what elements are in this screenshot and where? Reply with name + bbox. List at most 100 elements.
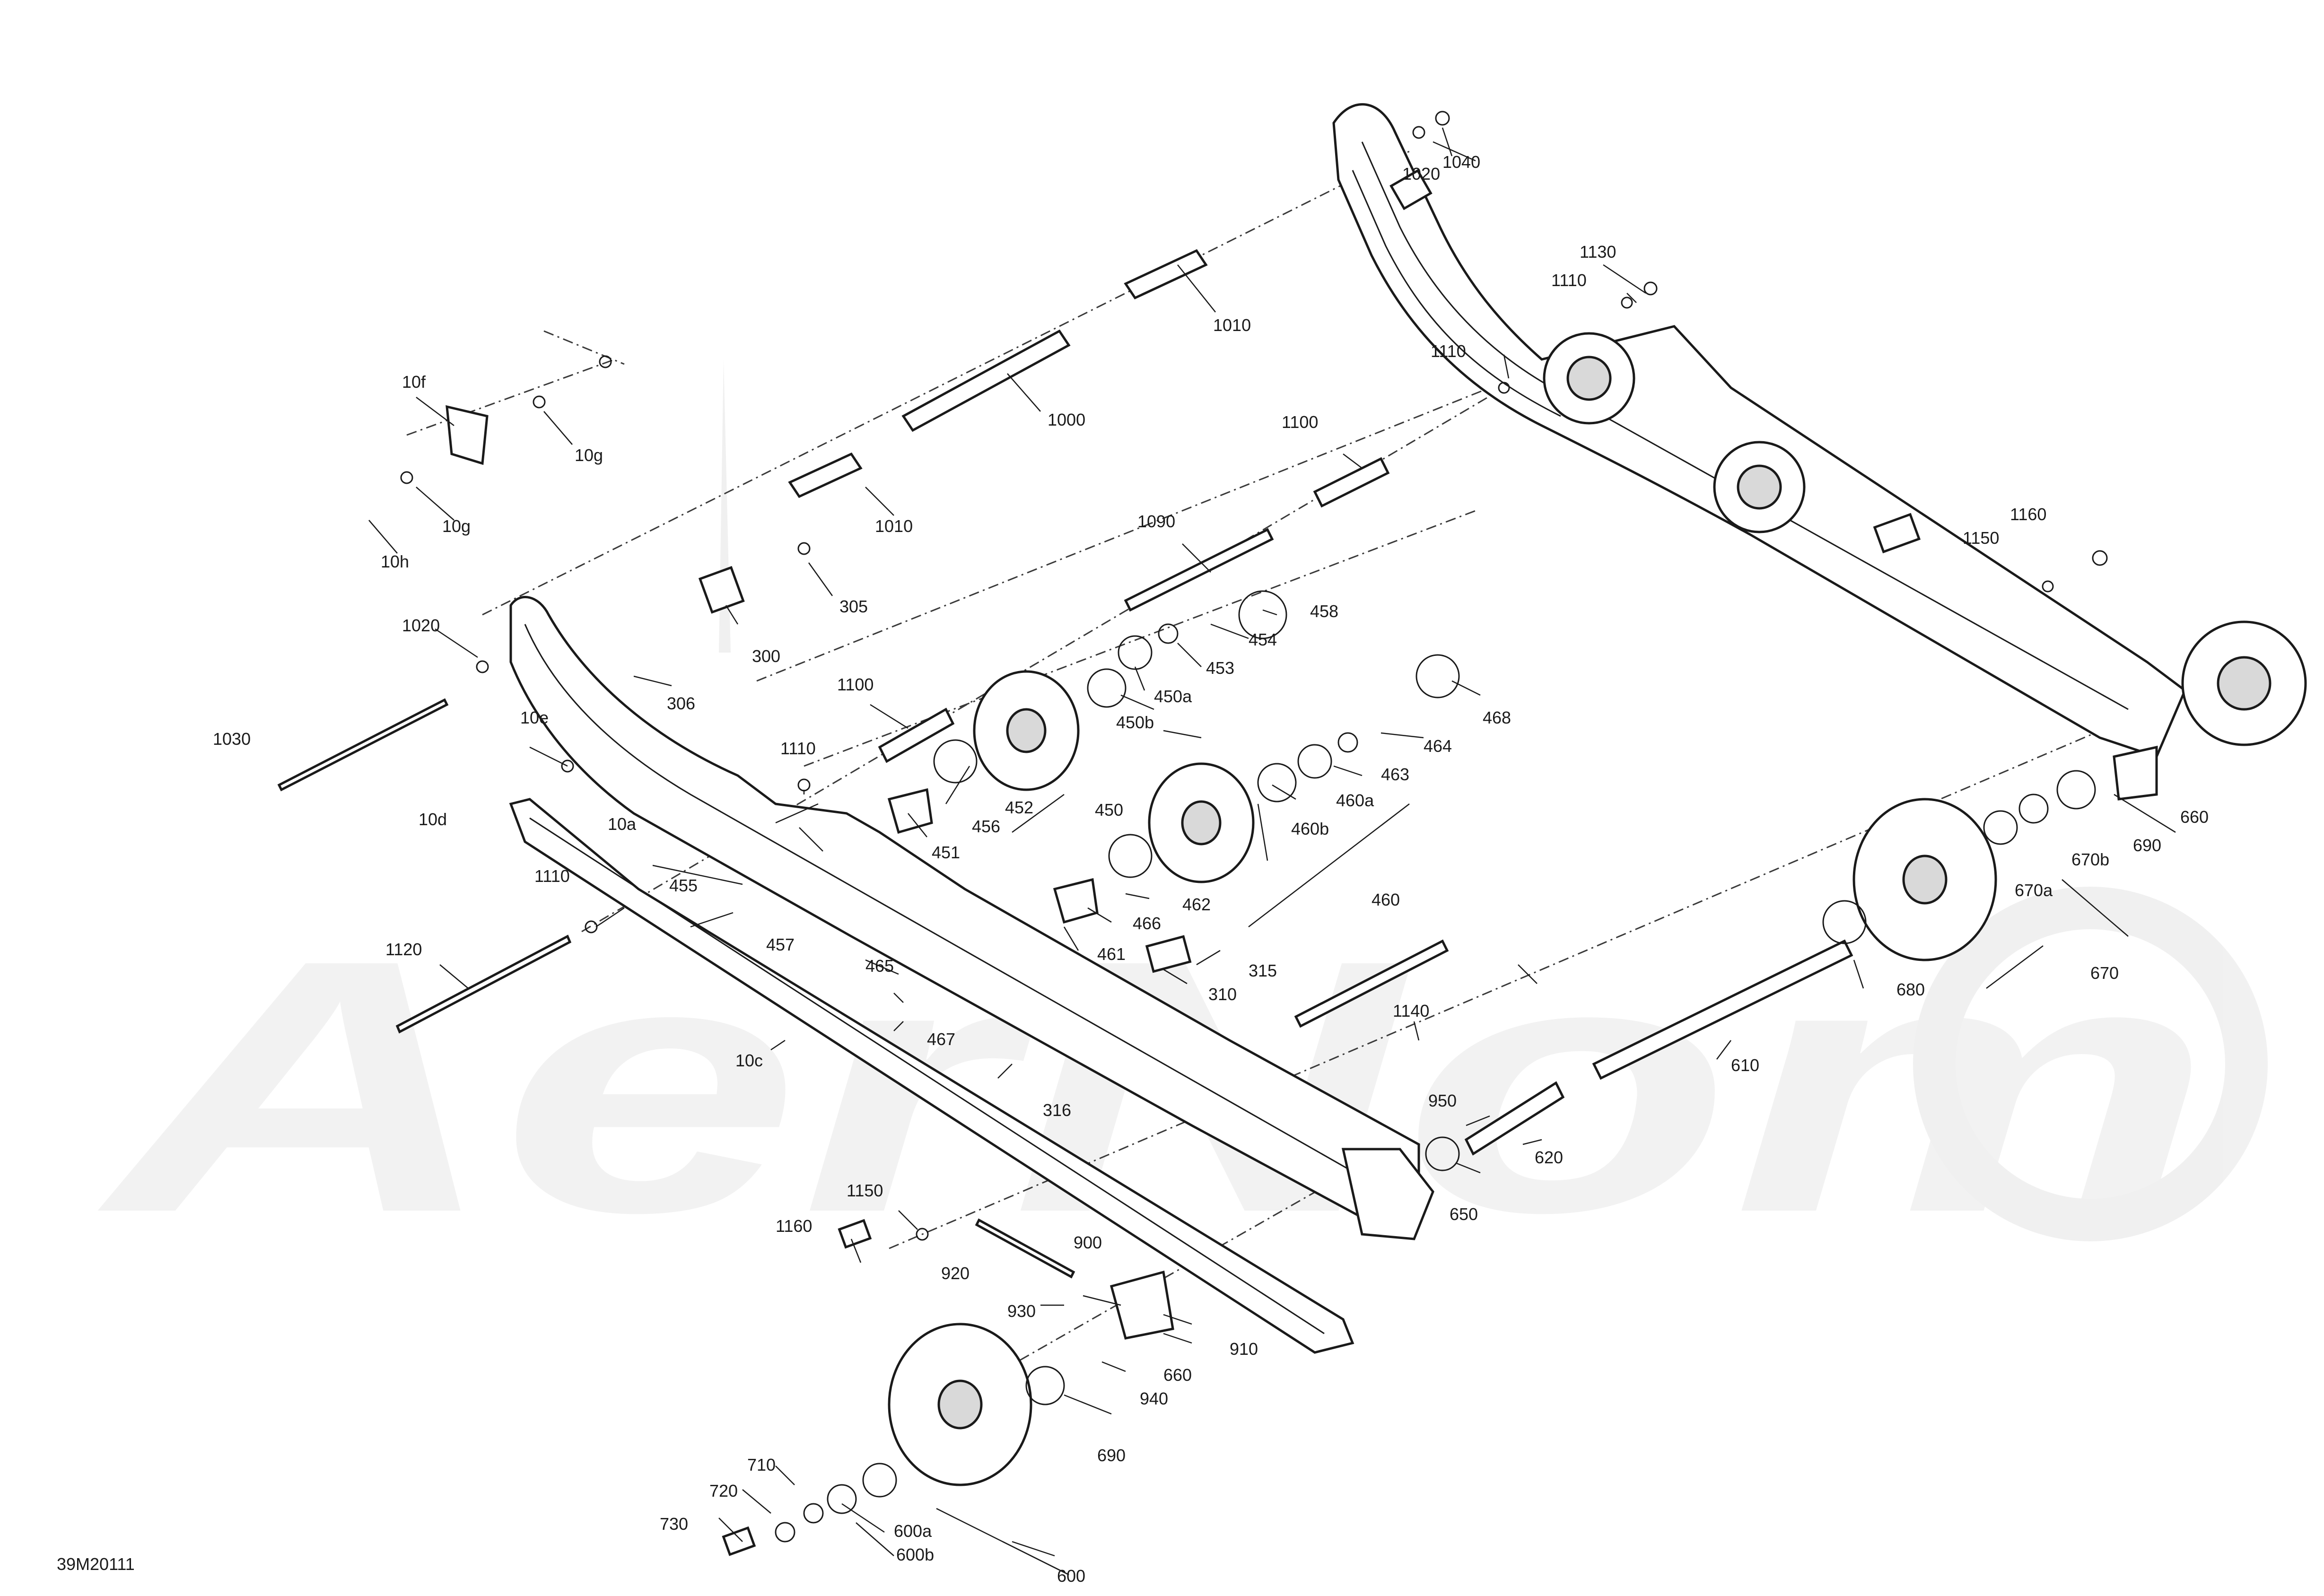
callout-464: 464 [1424,736,1452,756]
bracket-900-icon [1110,1270,1174,1340]
callout-10h: 10h [381,552,409,571]
callout-940: 940 [1140,1389,1168,1408]
callout-680: 680 [1896,980,1925,999]
callout-463: 463 [1381,765,1409,784]
callout-950: 950 [1428,1091,1457,1110]
callout-660: 660 [1163,1365,1192,1385]
callout-465: 465 [865,956,894,976]
shafts [277,249,1853,1279]
callout-467: 467 [927,1029,955,1049]
callout-460: 460 [1372,890,1400,909]
callout-labels: 1040 1020 1130 1110 1010 1110 1000 1100 … [57,152,2209,1586]
callout-730: 730 [660,1514,688,1534]
callout-1110: 1110 [1551,270,1587,290]
callout-670a: 670a [2015,881,2053,900]
callout-1130: 1130 [1580,242,1616,262]
callout-1000: 1000 [1048,410,1085,429]
block-300-icon [698,566,745,614]
callout-1140: 1140 [1393,1001,1429,1020]
callout-10d: 10d [419,810,447,829]
callout-900: 900 [1074,1233,1102,1252]
callout-10e: 10e [520,708,549,727]
callout-458: 458 [1310,602,1338,621]
callout-690: 690 [1097,1446,1126,1465]
callout-466: 466 [1133,914,1161,933]
callout-600b: 600b [896,1545,934,1564]
watermark-wheel-icon [1913,887,2268,1241]
callout-456: 456 [972,817,1000,836]
callout-1020: 1020 [402,616,440,635]
callout-306: 306 [667,694,695,713]
callout-468: 468 [1483,708,1511,727]
callout-453: 453 [1206,658,1234,678]
callout-610: 610 [1731,1055,1759,1075]
axle-1030-icon [277,698,449,792]
callout-670: 670 [2090,963,2119,983]
shaft-610-icon [1592,939,1853,1080]
callout-620: 620 [1535,1148,1563,1167]
callout-460a: 460a [1336,791,1374,810]
callout-315: 315 [1249,961,1277,980]
callout-920: 920 [941,1264,970,1283]
callout-300: 300 [752,646,780,666]
callout-1040: 1040 [1442,152,1480,172]
spacer-620-icon [1464,1081,1565,1156]
callout-710: 710 [747,1455,776,1474]
callout-450a: 450a [1154,687,1192,706]
cap-10f-icon [446,405,489,465]
callout-460b: 460b [1291,819,1329,838]
callout-305: 305 [839,597,868,616]
callout-650: 650 [1450,1204,1478,1224]
callout-1110: 1110 [534,866,570,886]
shaft-1140-icon [1294,939,1449,1028]
callout-450: 450 [1095,800,1123,820]
callout-451: 451 [932,843,960,862]
hardware [400,111,2158,1556]
wheels [888,670,1997,1486]
callout-600: 600 [1057,1566,1085,1586]
callout-1150: 1150 [1963,528,1999,548]
callout-720: 720 [709,1481,738,1500]
callout-10f: 10f [402,372,426,392]
callout-10g: 10g [442,516,471,536]
callout-930: 930 [1007,1301,1036,1321]
slider-runner-icon [509,798,1354,1354]
callout-670b: 670b [2071,850,2109,869]
callout-452: 452 [1005,798,1033,817]
right-rail [1332,103,2307,759]
bracket-660-icon [2113,745,2158,801]
callout-660: 660 [2180,807,2209,827]
left-rail [509,596,1434,1354]
callout-1110: 1110 [1431,341,1466,361]
callout-1010: 1010 [1213,315,1251,335]
callout-1090: 1090 [1137,512,1175,531]
callout-316: 316 [1043,1100,1071,1120]
callout-10a: 10a [608,814,637,834]
callout-10g: 10g [575,445,603,465]
bracket-461-icon [1053,878,1099,924]
callout-600a: 600a [894,1521,932,1541]
callout-1010: 1010 [875,516,913,536]
callout-454: 454 [1249,630,1277,649]
leader-lines [368,127,2176,1576]
callout-462: 462 [1182,895,1211,914]
callout-1120: 1120 [385,940,422,959]
callout-690: 690 [2133,836,2161,855]
callout-910: 910 [1230,1339,1258,1359]
callout-461: 461 [1097,944,1126,964]
axle-1120-icon [395,934,572,1034]
callout-1020: 1020 [1402,164,1440,183]
shaft-1000-icon [901,329,1071,432]
callout-1150: 1150 [847,1181,883,1200]
callout-1100: 1100 [837,675,874,694]
callout-1030: 1030 [213,729,251,749]
callout-1100: 1100 [1282,412,1318,432]
callout-10c: 10c [735,1051,763,1070]
block-310-icon [1145,935,1192,973]
bracket-451-icon [887,788,933,834]
callout-455: 455 [669,876,698,895]
callout-310: 310 [1208,985,1237,1004]
callout-450b: 450b [1116,713,1154,732]
